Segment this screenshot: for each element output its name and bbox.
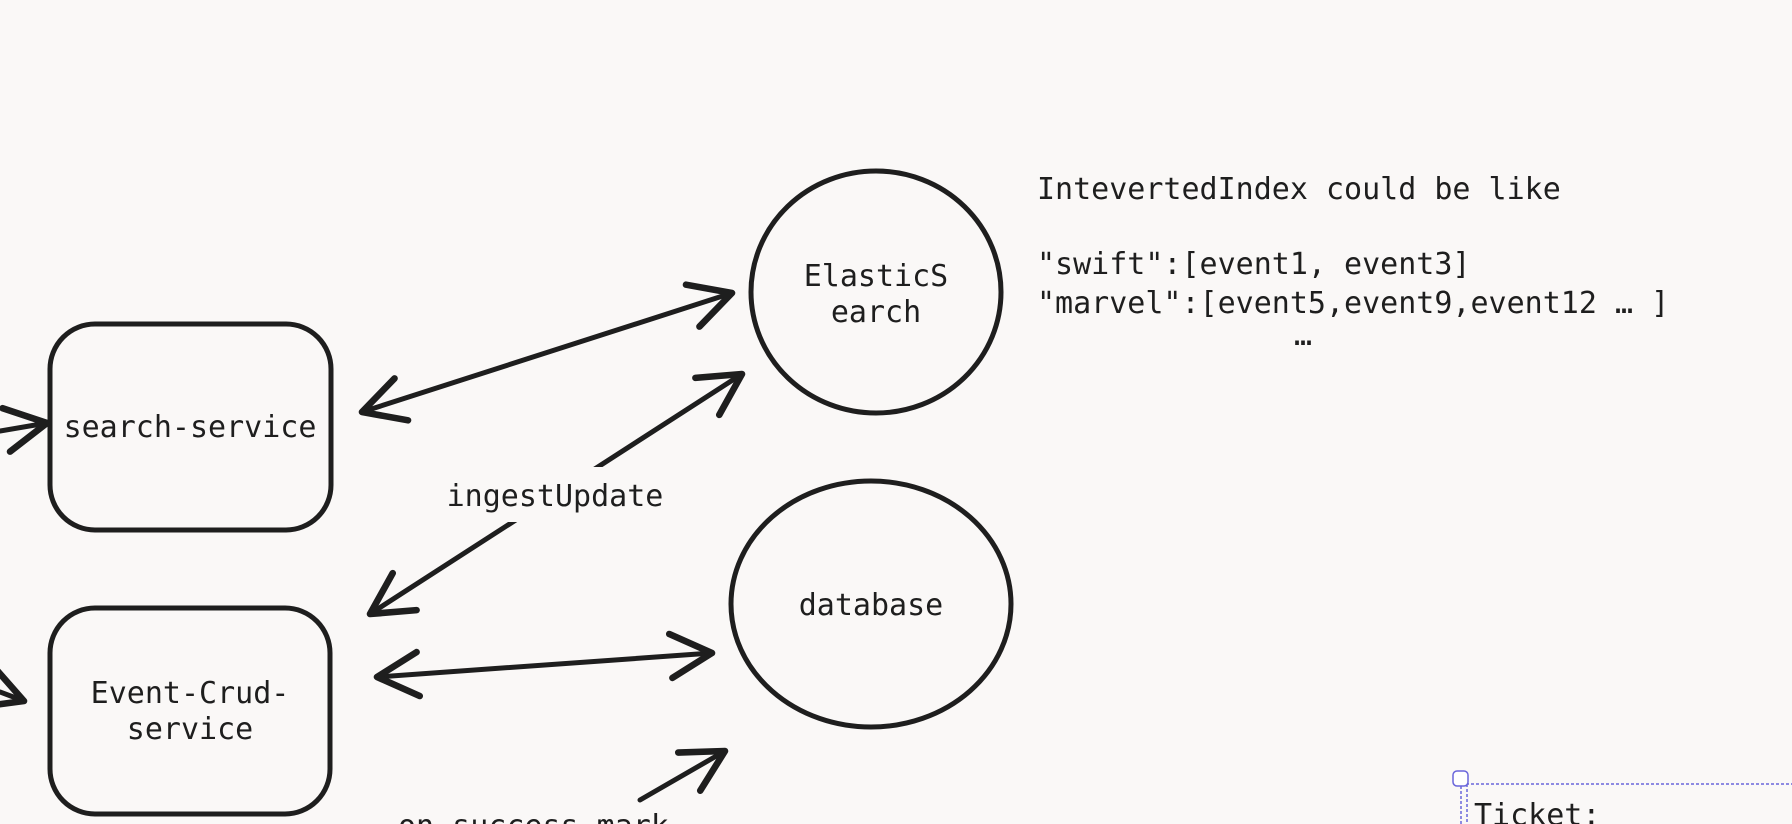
arrow-event-crud-service-database[interactable] — [373, 630, 716, 700]
ticket-selection-handle[interactable] — [1452, 770, 1469, 787]
event-crud-service-node[interactable] — [47, 605, 333, 817]
elasticsearch-label-line2: earch — [831, 295, 921, 330]
arrow-on-success-mark[interactable] — [637, 747, 729, 803]
ingest-update-label-background — [440, 467, 670, 522]
inverted-index-note-ellipsis[interactable]: … — [1294, 318, 1312, 353]
elasticsearch-label-line1: ElasticS — [804, 259, 949, 294]
on-success-mark-label: on success mark — [398, 809, 669, 824]
search-service-label: search-service — [64, 410, 317, 445]
inverted-index-note-marvel[interactable]: "marvel":[event5,event9,event12 … ] — [1037, 286, 1669, 321]
elasticsearch-node[interactable] — [748, 168, 1004, 416]
arrow-into-event-crud-service[interactable] — [0, 662, 28, 711]
arrow-into-search-service[interactable] — [0, 404, 51, 455]
ticket-selection-frame — [1460, 783, 1792, 824]
database-label: database — [799, 588, 944, 623]
inverted-index-note-title[interactable]: IntevertedIndex could be like — [1037, 172, 1561, 207]
event-crud-service-label-line2: service — [127, 712, 253, 747]
ticket-text[interactable]: Ticket: — [1474, 798, 1600, 824]
ingest-update-label: ingestUpdate — [447, 479, 664, 514]
inverted-index-note-swift[interactable]: "swift":[event1, event3] — [1037, 247, 1470, 282]
arrow-search-service-elasticsearch[interactable] — [358, 281, 736, 424]
event-crud-service-label-line1: Event-Crud- — [91, 676, 290, 711]
